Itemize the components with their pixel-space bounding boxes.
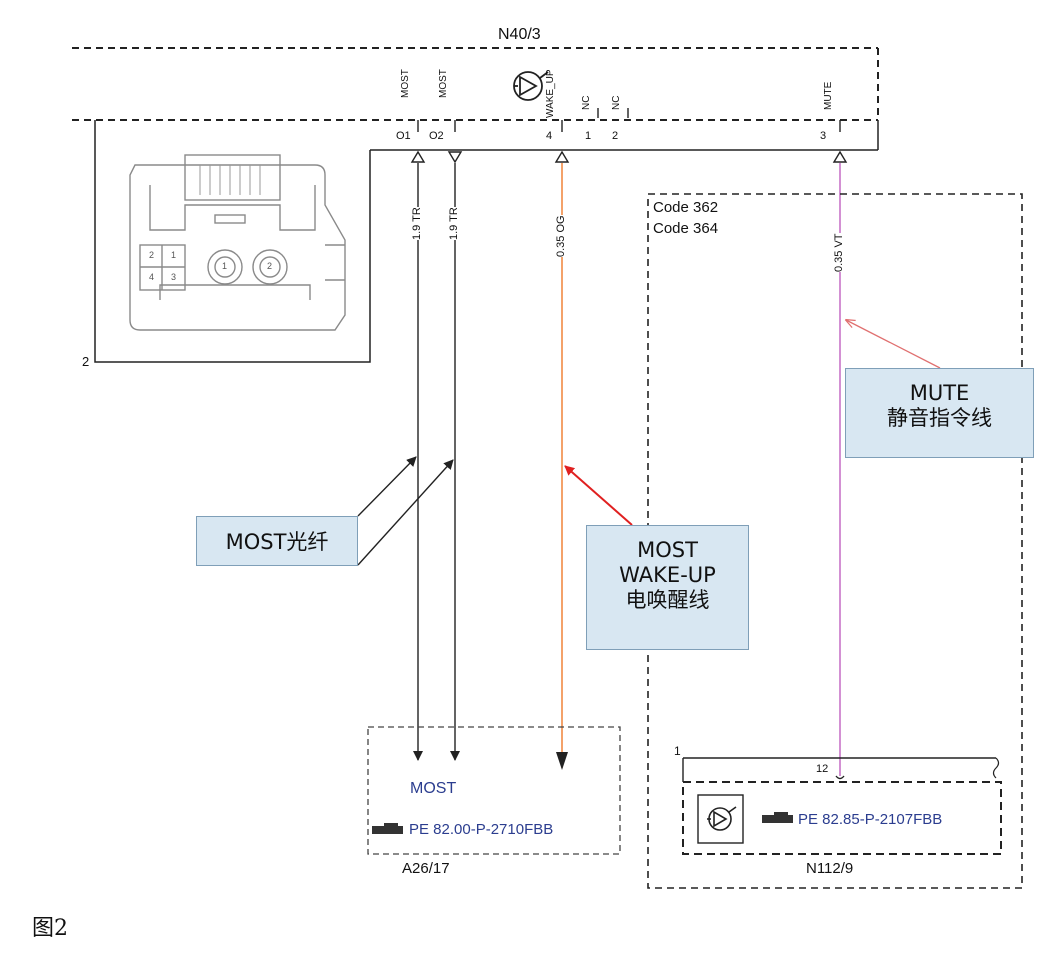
callout-most-fiber-text: MOST光纤	[225, 530, 329, 554]
wire-label-wakeup: 0.35 OG	[555, 215, 567, 257]
connector-outline	[94, 120, 371, 363]
wire-wakeup-arrowhead	[556, 752, 568, 770]
callout-most-fiber: MOST光纤	[196, 516, 358, 566]
fiber-port-2: 2	[267, 261, 273, 271]
pin-triangles	[410, 150, 848, 164]
wire-label-most-2: 1.9 TR	[448, 207, 460, 240]
callout-wakeup-line-3: 电唤醒线	[625, 588, 710, 613]
amplifier-icon-small	[707, 806, 737, 831]
pin-ticks	[417, 108, 841, 132]
a26-17-signal: MOST	[410, 780, 457, 797]
fiber-port-1: 1	[222, 261, 228, 271]
code-box-line-2: Code 364	[653, 220, 719, 237]
connector-pin-2: 2	[149, 250, 155, 260]
a26-17-ref: PE 82.00-P-2710FBB	[409, 821, 554, 838]
a26-17-name: A26/17	[402, 860, 450, 877]
pin-signal-most-2: MOST	[438, 69, 449, 98]
pointing-hand-icon	[372, 823, 403, 834]
pin-signal-nc-2: NC	[611, 95, 622, 110]
most-fiber-arrow-1	[357, 456, 417, 517]
n112-9-pin-1: 1	[674, 744, 681, 758]
pin-signal-nc-1: NC	[581, 95, 592, 110]
pin-number-3: 3	[820, 130, 827, 142]
connector-pin-3: 3	[171, 272, 177, 282]
callout-mute-line-2: 静音指令线	[887, 406, 992, 431]
pin-signal-most-1: MOST	[400, 69, 411, 98]
code-box-line-1: Code 362	[653, 199, 719, 216]
n112-9-ref: PE 82.85-P-2107FBB	[798, 811, 943, 828]
connector-pin-4: 4	[149, 272, 155, 282]
wire-label-mute: 0.35 VT	[833, 233, 845, 272]
pin-number-o2: O2	[429, 130, 444, 142]
pin-number-4: 4	[546, 130, 553, 142]
callout-mute-line-1: MUTE	[909, 381, 970, 405]
pin-number-1: 1	[585, 130, 592, 142]
pin-number-o1: O1	[396, 130, 411, 142]
connector-label: 2	[82, 354, 90, 369]
pin-signal-wake-up: WAKE_UP	[545, 69, 556, 118]
pin-12-marker	[835, 775, 845, 780]
pin-number-2: 2	[612, 130, 619, 142]
pointing-hand-icon-2	[762, 812, 793, 823]
wakeup-arrow	[564, 465, 633, 526]
callout-wakeup-line-2: WAKE-UP	[619, 563, 716, 588]
n112-9-pin-12: 12	[816, 763, 829, 775]
module-n40-3-name: N40/3	[498, 26, 541, 43]
mute-arrow	[846, 320, 941, 369]
pin-signal-mute: MUTE	[823, 81, 834, 110]
n112-9-name: N112/9	[806, 860, 854, 877]
module-n40-3-frame	[72, 47, 879, 121]
module-n112-9-frame	[682, 757, 1002, 855]
module-a26-17-frame	[367, 726, 621, 855]
figure-caption: 图2	[32, 916, 68, 941]
wire-label-most-1: 1.9 TR	[411, 207, 423, 240]
connector-face-drawing	[129, 154, 346, 331]
connector-pin-1: 1	[171, 250, 177, 260]
callout-mute: MUTE 静音指令线	[845, 368, 1034, 458]
callout-wakeup: MOST WAKE-UP 电唤醒线	[586, 525, 749, 650]
callout-wakeup-line-1: MOST	[637, 538, 698, 562]
most-fiber-arrow-2	[357, 459, 454, 566]
amplifier-icon	[513, 71, 549, 101]
